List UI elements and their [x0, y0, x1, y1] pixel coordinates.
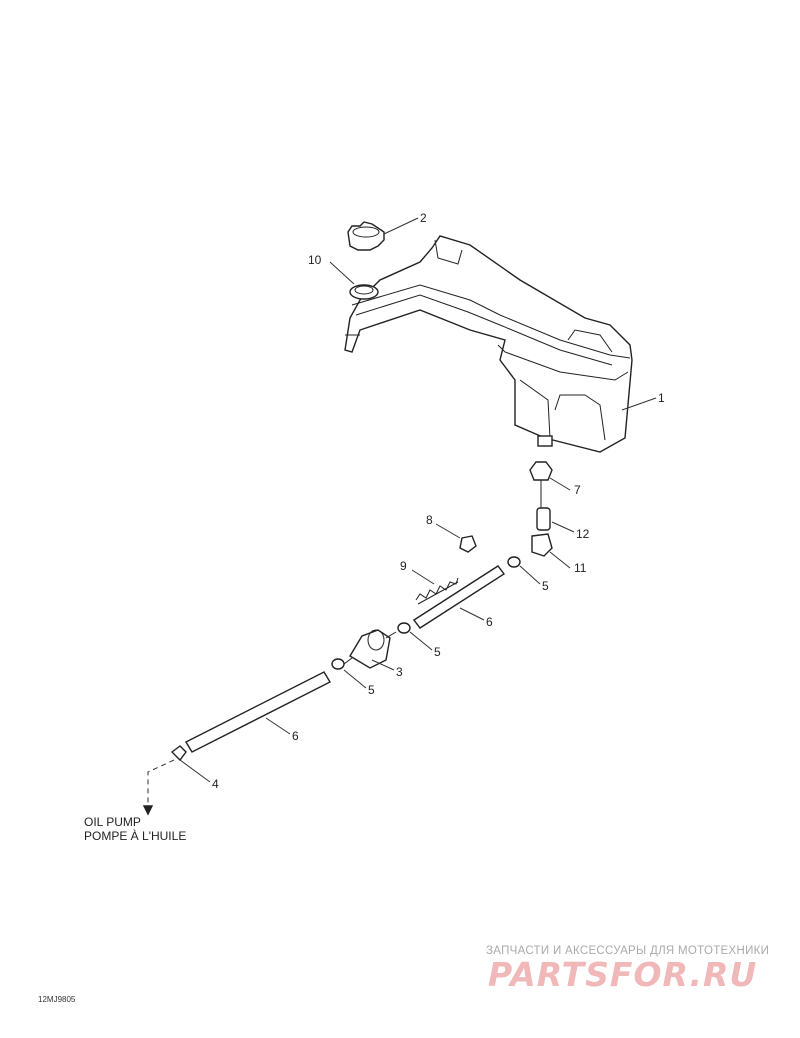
clamp-and-spring-drawing — [415, 535, 477, 605]
filler-cap-drawing — [347, 221, 385, 300]
leader-lines — [179, 217, 657, 783]
callout-12: 12 — [576, 527, 590, 541]
destination-line-french: POMPE À L'HUILE — [84, 829, 187, 843]
callout-5a: 5 — [542, 579, 549, 593]
outlet-fittings-drawing — [529, 461, 553, 557]
oil-tank-drawing — [344, 235, 633, 453]
callout-10: 10 — [308, 253, 322, 267]
destination-line-english: OIL PUMP — [84, 815, 141, 829]
callout-4: 4 — [212, 777, 219, 791]
callout-6a: 6 — [486, 615, 493, 629]
watermark-caption: ЗАПЧАСТИ И АКСЕССУАРЫ ДЛЯ МОТОТЕХНИКИ — [486, 945, 770, 957]
callout-labels: 1 2 3 4 5 5 5 6 6 7 8 9 10 11 12 — [212, 211, 665, 791]
callout-11: 11 — [574, 561, 587, 575]
callout-8: 8 — [426, 513, 433, 527]
callout-2: 2 — [420, 211, 427, 225]
callout-5c: 5 — [368, 683, 375, 697]
oil-filter-drawing — [343, 629, 397, 669]
callout-7: 7 — [574, 483, 581, 497]
hose-clamps-drawing — [331, 556, 521, 670]
callout-9: 9 — [400, 559, 407, 573]
watermark-logo: PARTSFOR.RU — [488, 955, 758, 994]
pump-fitting-drawing — [142, 745, 187, 816]
callout-3: 3 — [396, 665, 403, 679]
oil-pump-destination-label: OIL PUMP POMPE À L'HUILE — [84, 815, 186, 843]
callout-6b: 6 — [292, 729, 299, 743]
callout-1: 1 — [658, 391, 665, 405]
drawing-code: 12MJ9805 — [38, 995, 76, 1004]
callout-5b: 5 — [434, 645, 441, 659]
hoses-drawing — [185, 565, 506, 753]
